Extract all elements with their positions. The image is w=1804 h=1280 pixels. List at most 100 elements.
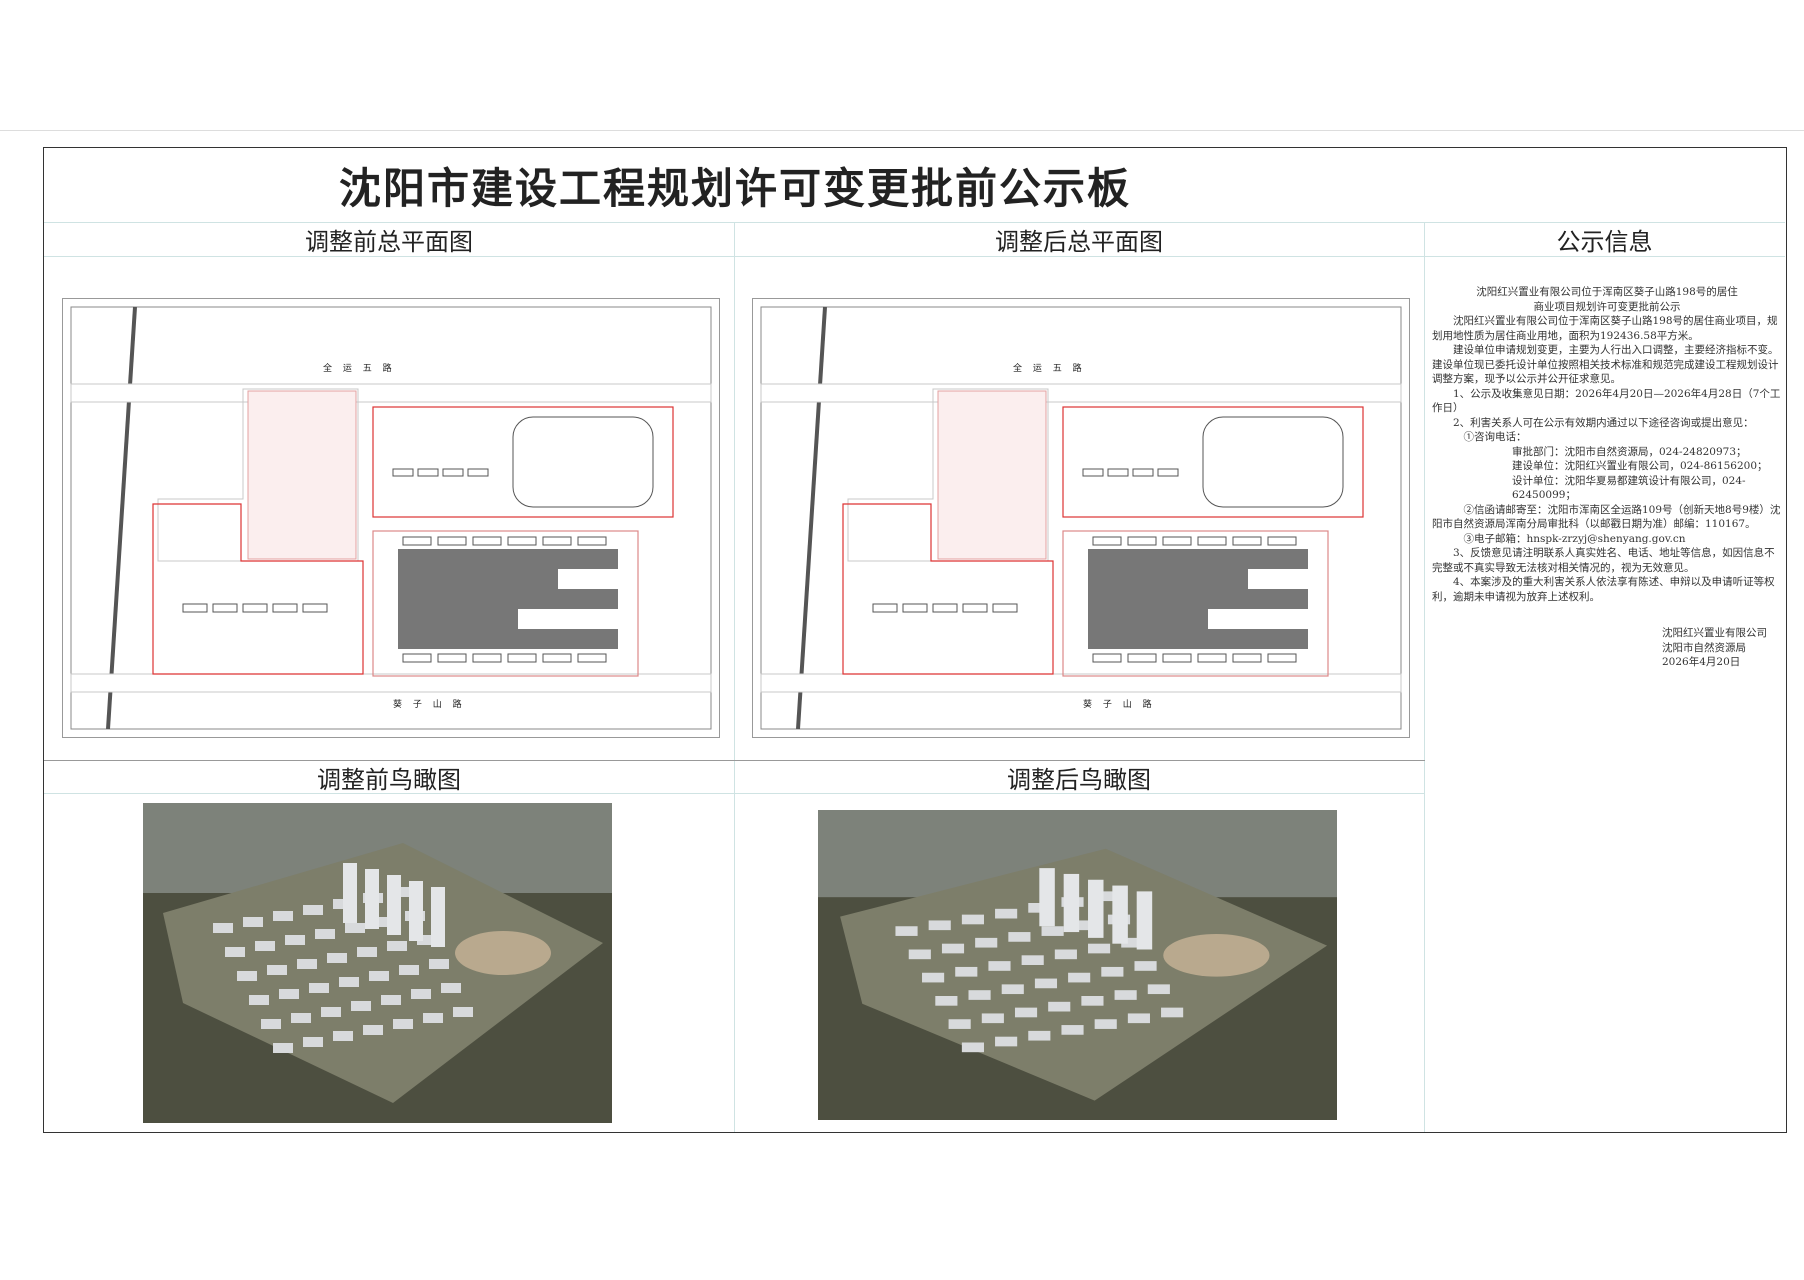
aerial-tower <box>1039 868 1055 927</box>
after-plan-header: 调整后总平面图 <box>995 227 1163 256</box>
divider <box>44 760 1425 761</box>
aerial-building <box>1088 943 1111 954</box>
building <box>542 536 572 546</box>
site-boundary <box>372 530 639 677</box>
road <box>760 673 1402 693</box>
aerial-building <box>1028 1030 1051 1041</box>
aerial-building <box>249 995 269 1005</box>
track <box>1202 416 1344 508</box>
info-header: 公示信息 <box>1556 227 1653 256</box>
site-boundary <box>372 406 674 518</box>
aerial-building <box>333 1031 353 1041</box>
aerial-building <box>315 929 335 939</box>
building <box>442 468 464 477</box>
aerial-building <box>375 917 395 927</box>
aerial-tower <box>1136 891 1153 950</box>
building <box>1092 536 1122 546</box>
aerial-tower <box>1063 873 1080 933</box>
aerial-building <box>1134 961 1157 971</box>
aerial-building <box>411 989 431 999</box>
drawing-frame <box>760 306 1402 730</box>
building <box>1107 468 1129 477</box>
building <box>302 603 328 613</box>
aerial-building <box>995 908 1018 919</box>
aerial-building <box>1074 920 1097 931</box>
aerial-building <box>908 949 931 960</box>
aerial-tower <box>387 875 401 935</box>
building <box>542 653 572 663</box>
aerial-building <box>453 1007 473 1017</box>
building <box>1267 536 1297 546</box>
building <box>902 603 928 613</box>
aerial-building <box>1127 1013 1150 1024</box>
aerial-building <box>941 943 965 954</box>
before-plan-header: 调整前总平面图 <box>305 227 473 256</box>
site-boundary <box>152 503 364 675</box>
info-item: 1、公示及收集意见日期：2026年4月20日—2026年4月28日（7个工作日） <box>1432 387 1781 415</box>
after-aerial-header: 调整后鸟瞰图 <box>1007 765 1151 794</box>
aerial-building <box>1034 978 1058 989</box>
info-email: ③电子邮箱：hnspk-zrzyj@shenyang.gov.cn <box>1463 532 1686 545</box>
aerial-building <box>1061 1025 1084 1035</box>
aerial-building <box>1008 932 1031 942</box>
aerial-building <box>267 965 287 975</box>
aerial-building <box>423 1013 443 1023</box>
aerial-building <box>955 966 978 977</box>
aerial-building <box>1014 1007 1038 1018</box>
before-site-plan: 全 运 五 路 葵 子 山 路 <box>62 298 720 738</box>
building <box>1232 653 1262 663</box>
aerial-building <box>273 1043 293 1053</box>
divider <box>734 222 735 1132</box>
info-mail: ②信函请邮寄至：沈阳市浑南区全运路109号（创新天地8号9楼）沈阳市自然资源局浑… <box>1432 503 1781 531</box>
info-paragraph: 沈阳红兴置业有限公司位于浑南区葵子山路198号的居住商业项目，规划用地性质为居住… <box>1432 315 1778 342</box>
aerial-building <box>1068 972 1091 983</box>
aerial-building <box>327 953 347 963</box>
track <box>512 416 654 508</box>
building <box>932 603 958 613</box>
divider <box>44 222 1785 223</box>
building <box>1232 536 1262 546</box>
building <box>1162 536 1192 546</box>
aerial-building <box>237 971 257 981</box>
aerial-building <box>381 995 401 1005</box>
signature: 沈阳市自然资源局 <box>1662 641 1746 654</box>
aerial-building <box>279 989 299 999</box>
before-aerial-header: 调整前鸟瞰图 <box>317 765 461 794</box>
aerial-building <box>975 937 998 948</box>
building <box>392 468 414 477</box>
aerial-building <box>981 1013 1004 1024</box>
aerial-tower <box>1088 879 1104 938</box>
aerial-tower <box>343 863 357 923</box>
site-boundary <box>1062 530 1329 677</box>
building <box>1197 536 1227 546</box>
info-phone: 审批部门：沈阳市自然资源局，024-24820973； <box>1512 445 1747 458</box>
aerial-building <box>1048 1001 1071 1012</box>
info-phone: 设计单位：沈阳华夏易都建筑设计有限公司，024-62450099； <box>1512 474 1746 502</box>
aerial-building <box>1147 984 1170 995</box>
building <box>1157 468 1179 477</box>
building <box>402 536 432 546</box>
aerial-commercial <box>1163 934 1270 977</box>
aerial-building <box>417 935 437 945</box>
aerial-building <box>321 1007 341 1017</box>
building <box>1092 653 1122 663</box>
building <box>1267 653 1297 663</box>
building <box>992 603 1018 613</box>
aerial-building <box>387 941 407 951</box>
signature-date: 2026年4月20日 <box>1662 656 1741 668</box>
notice-board: 沈阳市建设工程规划许可变更批前公示板 调整前总平面图 调整后总平面图 公示信息 … <box>43 147 1787 1133</box>
aerial-building <box>922 972 945 983</box>
road <box>70 673 712 693</box>
parcel <box>847 388 1049 562</box>
aerial-building <box>928 920 951 931</box>
aerial-building <box>1081 996 1104 1006</box>
site-boundary <box>842 503 1054 675</box>
aerial-building <box>303 905 323 915</box>
building <box>872 603 898 613</box>
aerial-building <box>309 983 329 993</box>
building <box>1127 653 1157 663</box>
building <box>1197 653 1227 663</box>
aerial-building <box>213 923 233 933</box>
after-aerial-image <box>818 810 1337 1120</box>
aerial-building <box>1121 937 1144 948</box>
